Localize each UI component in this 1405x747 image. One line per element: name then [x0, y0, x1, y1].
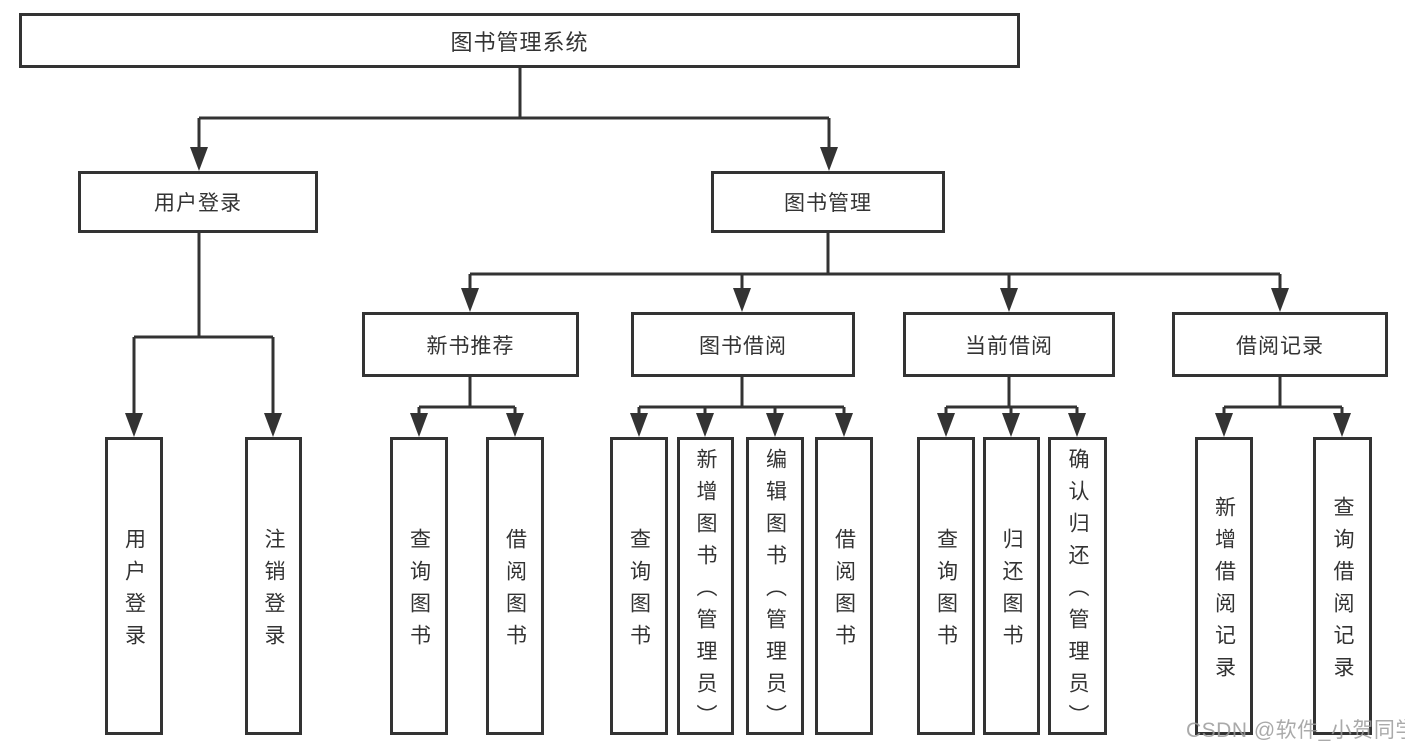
node-leaf-borrow-books: 借阅图书: [815, 437, 873, 735]
node-user-login-label: 用户登录: [154, 192, 242, 215]
node-new-book-recommend: 新书推荐: [362, 312, 579, 377]
connector-book-borrow-to-leaves: [637, 377, 846, 416]
arrow-down-icon: [835, 413, 853, 437]
leaf-label: 注销登录: [262, 527, 285, 656]
node-leaf-user-login: 用户登录: [105, 437, 163, 735]
arrow-down-icon: [630, 413, 648, 437]
node-book-borrowing: 图书借阅: [631, 312, 855, 377]
leaf-label: 查询借阅记录: [1331, 495, 1354, 688]
node-borrowing-records: 借阅记录: [1172, 312, 1388, 377]
node-book-management-label: 图书管理: [784, 192, 872, 215]
arrow-down-icon: [766, 413, 784, 437]
leaf-label: 确认归还（管理员）: [1066, 447, 1089, 736]
leaf-label: 借阅图书: [503, 527, 527, 656]
leaf-label: 新增借阅记录: [1212, 495, 1236, 688]
leaf-label: 归还图书: [1000, 527, 1023, 656]
node-leaf-borrow-books-recommend: 借阅图书: [486, 437, 544, 735]
arrow-down-icon: [410, 413, 428, 437]
arrow-down-icon: [461, 288, 479, 312]
leaf-label: 借阅图书: [832, 527, 856, 656]
leaf-label: 新增图书（管理员）: [694, 447, 717, 736]
leaf-label: 查询图书: [407, 527, 431, 656]
arrow-down-icon: [937, 413, 955, 437]
arrow-down-icon: [125, 413, 143, 437]
node-current-borrowing: 当前借阅: [903, 312, 1115, 377]
node-new-book-recommend-label: 新书推荐: [426, 334, 515, 358]
arrow-down-icon: [1068, 413, 1086, 437]
connector-new-book-to-leaves: [417, 377, 517, 416]
arrow-down-icon: [820, 147, 838, 171]
arrow-down-icon: [1271, 288, 1289, 312]
csdn-watermark: CSDN @软件_小贺同学: [1186, 719, 1405, 742]
node-leaf-add-borrow-record: 新增借阅记录: [1195, 437, 1253, 735]
arrow-down-icon: [733, 288, 751, 312]
arrow-down-icon: [1215, 413, 1233, 437]
arrow-down-icon: [506, 413, 524, 437]
arrow-down-icon: [696, 413, 714, 437]
node-leaf-query-books-recommend: 查询图书: [390, 437, 448, 735]
leaf-label: 编辑图书（管理员）: [763, 447, 787, 736]
arrow-down-icon: [190, 147, 208, 171]
node-leaf-add-books-admin: 新增图书（管理员）: [677, 437, 734, 736]
arrow-down-icon: [264, 413, 282, 437]
leaf-label: 查询图书: [627, 527, 651, 656]
node-leaf-return-books: 归还图书: [983, 437, 1040, 735]
node-book-borrowing-label: 图书借阅: [699, 334, 787, 358]
node-root-label: 图书管理系统: [450, 29, 589, 55]
connector-book-management-to-level3: [468, 233, 1282, 291]
leaf-label: 查询图书: [934, 527, 958, 656]
arrow-down-icon: [1333, 413, 1351, 437]
connector-current-borrow-to-leaves: [944, 377, 1079, 416]
arrow-down-icon: [1000, 288, 1018, 312]
node-leaf-edit-books-admin: 编辑图书（管理员）: [746, 437, 804, 736]
node-borrowing-records-label: 借阅记录: [1236, 334, 1324, 358]
node-leaf-logout: 注销登录: [245, 437, 302, 735]
connector-root-to-level2: [197, 68, 831, 150]
node-leaf-query-books-current: 查询图书: [917, 437, 975, 735]
node-user-login: 用户登录: [78, 171, 318, 233]
node-leaf-confirm-return-admin: 确认归还（管理员）: [1048, 437, 1107, 736]
node-current-borrowing-label: 当前借阅: [965, 334, 1053, 358]
connector-user-login-to-leaves: [132, 233, 275, 416]
connector-borrow-record-to-leaves: [1222, 377, 1344, 416]
node-book-management: 图书管理: [711, 171, 945, 233]
node-root: 图书管理系统: [19, 13, 1020, 68]
leaf-label: 用户登录: [122, 527, 146, 656]
node-leaf-query-borrow-record: 查询借阅记录: [1313, 437, 1372, 735]
node-leaf-query-books-borrowing: 查询图书: [610, 437, 668, 735]
arrow-down-icon: [1002, 413, 1020, 437]
